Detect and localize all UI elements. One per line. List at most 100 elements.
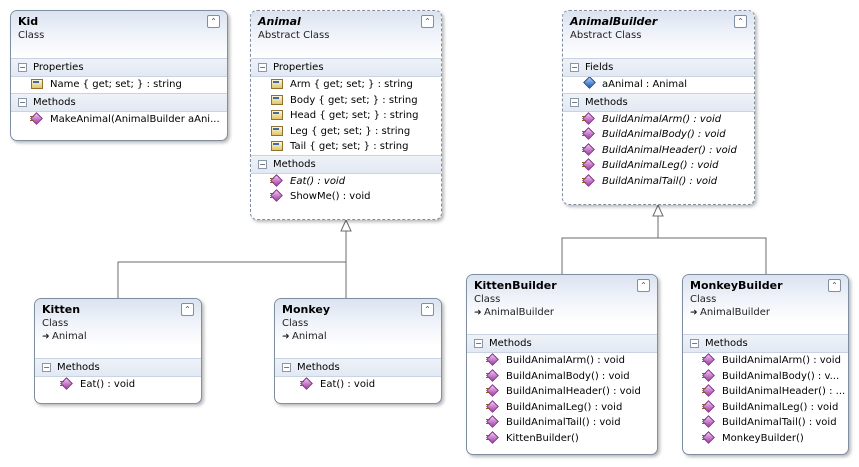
method-icon [486,416,499,426]
class-kittenbuilder-header: KittenBuilder Class ➜AnimalBuilder ⌃ [467,275,657,322]
method-icon [702,401,715,411]
method-icon [582,144,595,154]
class-monkey[interactable]: Monkey Class ➜Animal ⌃ −Methods Eat() : … [274,298,442,404]
class-kittenbuilder[interactable]: KittenBuilder Class ➜AnimalBuilder ⌃ −Me… [466,274,658,455]
method-icon [300,378,313,388]
class-kitten[interactable]: Kitten Class ➜Animal ⌃ −Methods Eat() : … [34,298,202,404]
section-methods[interactable]: −Methods [563,92,754,112]
class-name: AnimalBuilder [570,15,658,28]
class-monkey-header: Monkey Class ➜Animal ⌃ [275,299,441,346]
member-item[interactable]: MakeAnimal(AnimalBuilder aAni... [11,112,227,128]
class-kitten-header: Kitten Class ➜Animal ⌃ [35,299,201,346]
section-properties[interactable]: −Properties [11,58,227,77]
property-icon [270,140,283,151]
minus-icon[interactable]: − [18,63,27,72]
member-item[interactable]: aAnimal : Animal [563,77,754,93]
section-fields[interactable]: −Fields [563,58,754,77]
inherits-arrow-icon: ➜ [690,308,698,318]
member-item[interactable]: BuildAnimalHeader() : void [563,143,754,159]
section-properties[interactable]: −Properties [251,58,441,77]
member-item[interactable]: Head { get; set; } : string [251,108,441,124]
class-animalbuilder-header: AnimalBuilder Abstract Class ⌃ [563,11,754,58]
member-item[interactable]: BuildAnimalBody() : void [563,127,754,143]
member-item[interactable]: BuildAnimalArm() : void [563,112,754,128]
property-icon [270,78,283,89]
member-item[interactable]: BuildAnimalTail() : void [467,415,657,431]
class-animal[interactable]: Animal Abstract Class ⌃ −Properties Arm … [250,10,442,220]
member-item[interactable]: BuildAnimalHeader() : void [467,384,657,400]
member-item[interactable]: BuildAnimalLeg() : void [563,158,754,174]
method-icon [486,401,499,411]
method-icon [582,159,595,169]
base-class-label: ➜AnimalBuilder [474,307,554,318]
collapse-chevron-icon[interactable]: ⌃ [637,279,650,292]
member-item[interactable]: BuildAnimalTail() : void [683,415,848,431]
section-methods[interactable]: −Methods [275,358,441,377]
animal-generalization-arrowhead [340,218,352,232]
minus-icon[interactable]: − [690,339,699,348]
section-methods[interactable]: −Methods [683,334,848,353]
class-stereotype: Abstract Class [258,30,330,41]
inherits-arrow-icon: ➜ [282,332,290,342]
minus-icon[interactable]: − [282,363,291,372]
class-name: Kid [18,15,39,28]
member-item[interactable]: BuildAnimalLeg() : void [683,400,848,416]
inherits-arrow-icon: ➜ [474,308,482,318]
collapse-chevron-icon[interactable]: ⌃ [734,15,747,28]
animalbuilder-generalization-arrowhead [652,203,664,217]
section-methods[interactable]: −Methods [467,334,657,353]
minus-icon[interactable]: − [474,339,483,348]
section-methods[interactable]: −Methods [35,358,201,377]
member-item[interactable]: BuildAnimalArm() : void [467,353,657,369]
class-name: Monkey [282,303,330,316]
method-icon [702,370,715,380]
member-item[interactable]: Arm { get; set; } : string [251,77,441,93]
member-item[interactable]: BuildAnimalBody() : v... [683,369,848,385]
member-item[interactable]: Eat() : void [35,377,201,393]
section-methods[interactable]: −Methods [251,154,441,174]
inherits-arrow-icon: ➜ [42,332,50,342]
minus-icon[interactable]: − [570,97,579,107]
method-icon [486,370,499,380]
class-kid[interactable]: Kid Class ⌃ −Properties Name { get; set;… [10,10,228,141]
minus-icon[interactable]: − [258,63,267,72]
method-icon [60,378,73,388]
class-kid-header: Kid Class ⌃ [11,11,227,58]
member-item[interactable]: MonkeyBuilder() [683,431,848,447]
class-animalbuilder[interactable]: AnimalBuilder Abstract Class ⌃ −Fields a… [562,10,755,205]
member-item[interactable]: Body { get; set; } : string [251,93,441,109]
class-name: Animal [258,15,301,28]
kitten-inherits-animal-line [117,231,347,298]
member-item[interactable]: BuildAnimalLeg() : void [467,400,657,416]
member-item[interactable]: Name { get; set; } : string [11,77,227,93]
minus-icon[interactable]: − [18,97,27,107]
property-icon [270,125,283,136]
class-animal-header: Animal Abstract Class ⌃ [251,11,441,58]
member-item[interactable]: KittenBuilder() [467,431,657,447]
member-item[interactable]: Eat() : void [251,174,441,190]
collapse-chevron-icon[interactable]: ⌃ [828,279,841,292]
property-icon [270,109,283,120]
member-item[interactable]: BuildAnimalTail() : void [563,174,754,190]
collapse-chevron-icon[interactable]: ⌃ [421,15,434,28]
member-item[interactable]: Tail { get; set; } : string [251,139,441,155]
method-icon [702,354,715,364]
member-item[interactable]: Eat() : void [275,377,441,393]
section-methods[interactable]: −Methods [11,92,227,112]
member-item[interactable]: ShowMe() : void [251,189,441,205]
collapse-chevron-icon[interactable]: ⌃ [421,303,434,316]
method-icon [30,113,43,123]
member-item[interactable]: BuildAnimalBody() : void [467,369,657,385]
class-monkeybuilder[interactable]: MonkeyBuilder Class ➜AnimalBuilder ⌃ −Me… [682,274,849,455]
minus-icon[interactable]: − [42,363,51,372]
method-icon [702,385,715,395]
minus-icon[interactable]: − [258,159,267,169]
collapse-chevron-icon[interactable]: ⌃ [207,15,220,28]
property-icon [270,94,283,105]
member-item[interactable]: Leg { get; set; } : string [251,124,441,140]
member-item[interactable]: BuildAnimalHeader() : ... [683,384,848,400]
minus-icon[interactable]: − [570,63,579,72]
collapse-chevron-icon[interactable]: ⌃ [181,303,194,316]
member-item[interactable]: BuildAnimalArm() : void [683,353,848,369]
